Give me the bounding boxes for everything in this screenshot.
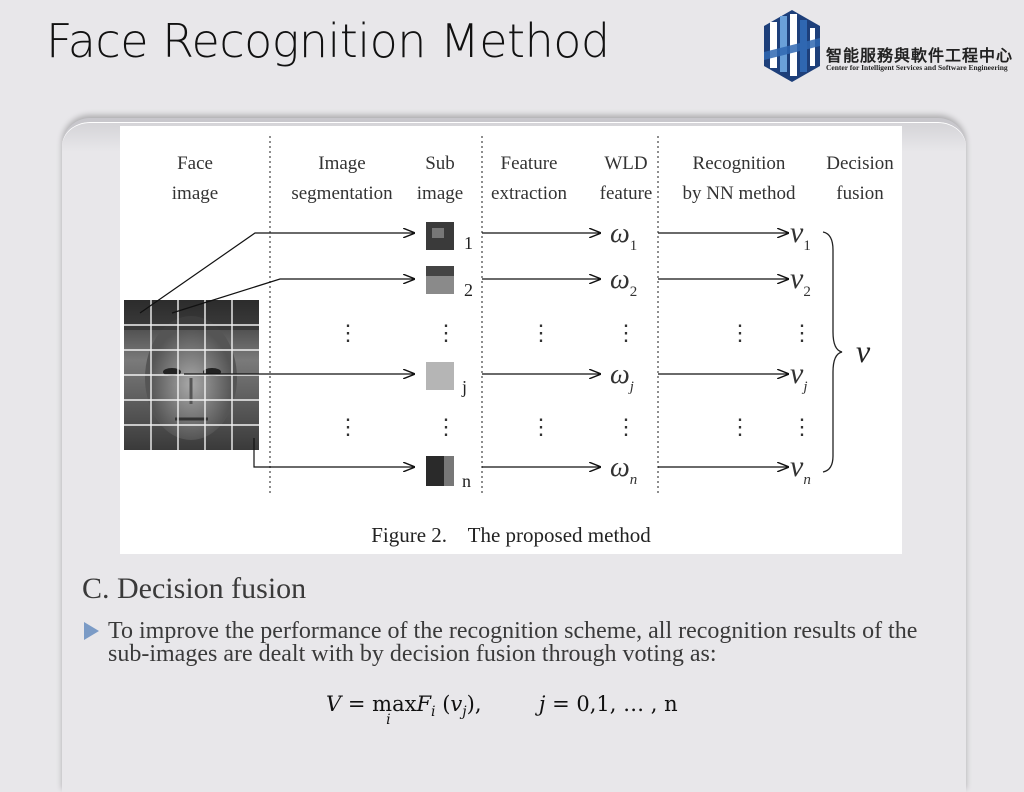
sub-images: [426, 222, 454, 486]
ellipsis-row-2: ⋮ ⋮ ⋮ ⋮ ⋮ ⋮: [337, 415, 813, 440]
sub-image-index-2: 2: [464, 280, 473, 300]
col-header-recognition-2: by NN method: [683, 183, 796, 204]
svg-text:⋮: ⋮: [530, 415, 552, 440]
bullet-text: To improve the performance of the recogn…: [108, 618, 918, 667]
formula-range-var: j: [538, 692, 546, 716]
recognition-result-1: v1: [790, 216, 811, 254]
fusion-result: v: [856, 333, 871, 369]
svg-text:⋮: ⋮: [435, 415, 457, 440]
logo: 智能服務與軟件工程中心 Center for Intelligent Servi…: [760, 8, 1020, 84]
sub-image-index-j: j: [461, 377, 467, 397]
svg-text:⋮: ⋮: [729, 321, 751, 346]
formula-func-sub: i: [431, 704, 436, 720]
figure-caption: Figure 2. The proposed method: [371, 523, 651, 547]
formula-range-values: 0,1, … , n: [576, 692, 678, 716]
svg-text:⋮: ⋮: [530, 321, 552, 346]
logo-emblem-icon: [764, 10, 820, 82]
bullet-item: To improve the performance of the recogn…: [84, 618, 954, 667]
segmentation-lines: [139, 233, 414, 467]
col-header-decision-fusion-1: Decision: [826, 153, 894, 174]
logo-chinese-name: 智能服務與軟件工程中心: [826, 46, 1014, 65]
feature-arrows: [482, 233, 788, 467]
recognition-result-j: vj: [790, 357, 808, 395]
method-diagram: Face image Image segmentation Sub image …: [120, 126, 902, 554]
svg-text:⋮: ⋮: [337, 321, 359, 346]
formula-arg: v: [450, 692, 463, 716]
ellipsis-row-1: ⋮ ⋮ ⋮ ⋮ ⋮ ⋮: [337, 321, 813, 346]
svg-text:⋮: ⋮: [615, 415, 637, 440]
wld-feature-2: ω2: [610, 264, 637, 300]
svg-text:⋮: ⋮: [791, 321, 813, 346]
svg-text:⋮: ⋮: [435, 321, 457, 346]
recognition-result-2: v2: [790, 262, 811, 300]
section-heading: C. Decision fusion: [82, 572, 307, 605]
logo-english-name: Center for Intelligent Services and Soft…: [826, 63, 1008, 72]
col-header-face-image-1: Face: [177, 153, 213, 174]
formula-max-index: i: [386, 712, 391, 728]
formula-func: F: [416, 692, 432, 716]
svg-text:⋮: ⋮: [791, 415, 813, 440]
col-header-sub-image-1: Sub: [425, 153, 455, 174]
formula-range-equals: =: [552, 692, 570, 716]
sub-image-index-1: 1: [464, 233, 473, 253]
wld-feature-j: ωj: [610, 359, 634, 395]
svg-text:⋮: ⋮: [729, 415, 751, 440]
col-header-wld-feature-2: feature: [600, 183, 653, 204]
formula-arg-sub: j: [462, 704, 467, 720]
formula-lhs: V: [326, 692, 342, 716]
svg-text:⋮: ⋮: [337, 415, 359, 440]
col-header-decision-fusion-2: fusion: [836, 183, 884, 204]
svg-text:⋮: ⋮: [615, 321, 637, 346]
col-header-face-image-2: image: [172, 183, 218, 204]
formula-equals: =: [347, 692, 366, 716]
sub-image-j: [426, 362, 454, 390]
col-header-recognition-1: Recognition: [693, 153, 786, 174]
wld-feature-n: ωn: [610, 452, 637, 488]
col-header-sub-image-2: image: [417, 183, 463, 204]
col-header-feature-extraction-2: extraction: [491, 183, 567, 204]
bullet-arrow-icon: [84, 622, 99, 640]
sub-image-index-n: n: [462, 471, 471, 491]
col-header-feature-extraction-1: Feature: [501, 153, 558, 174]
method-diagram-svg: Face image Image segmentation Sub image …: [124, 136, 894, 547]
slide-title: Face Recognition Method: [46, 14, 610, 68]
column-dividers: [269, 136, 659, 496]
formula-comma: ,: [474, 692, 482, 716]
col-header-segmentation-1: Image: [318, 153, 365, 174]
col-header-segmentation-2: segmentation: [291, 183, 393, 204]
recognition-result-n: vn: [790, 450, 811, 488]
col-header-wld-feature-1: WLD: [604, 153, 647, 174]
fusion-brace: [822, 231, 843, 473]
wld-feature-1: ω1: [610, 218, 637, 254]
face-image: [124, 300, 259, 450]
